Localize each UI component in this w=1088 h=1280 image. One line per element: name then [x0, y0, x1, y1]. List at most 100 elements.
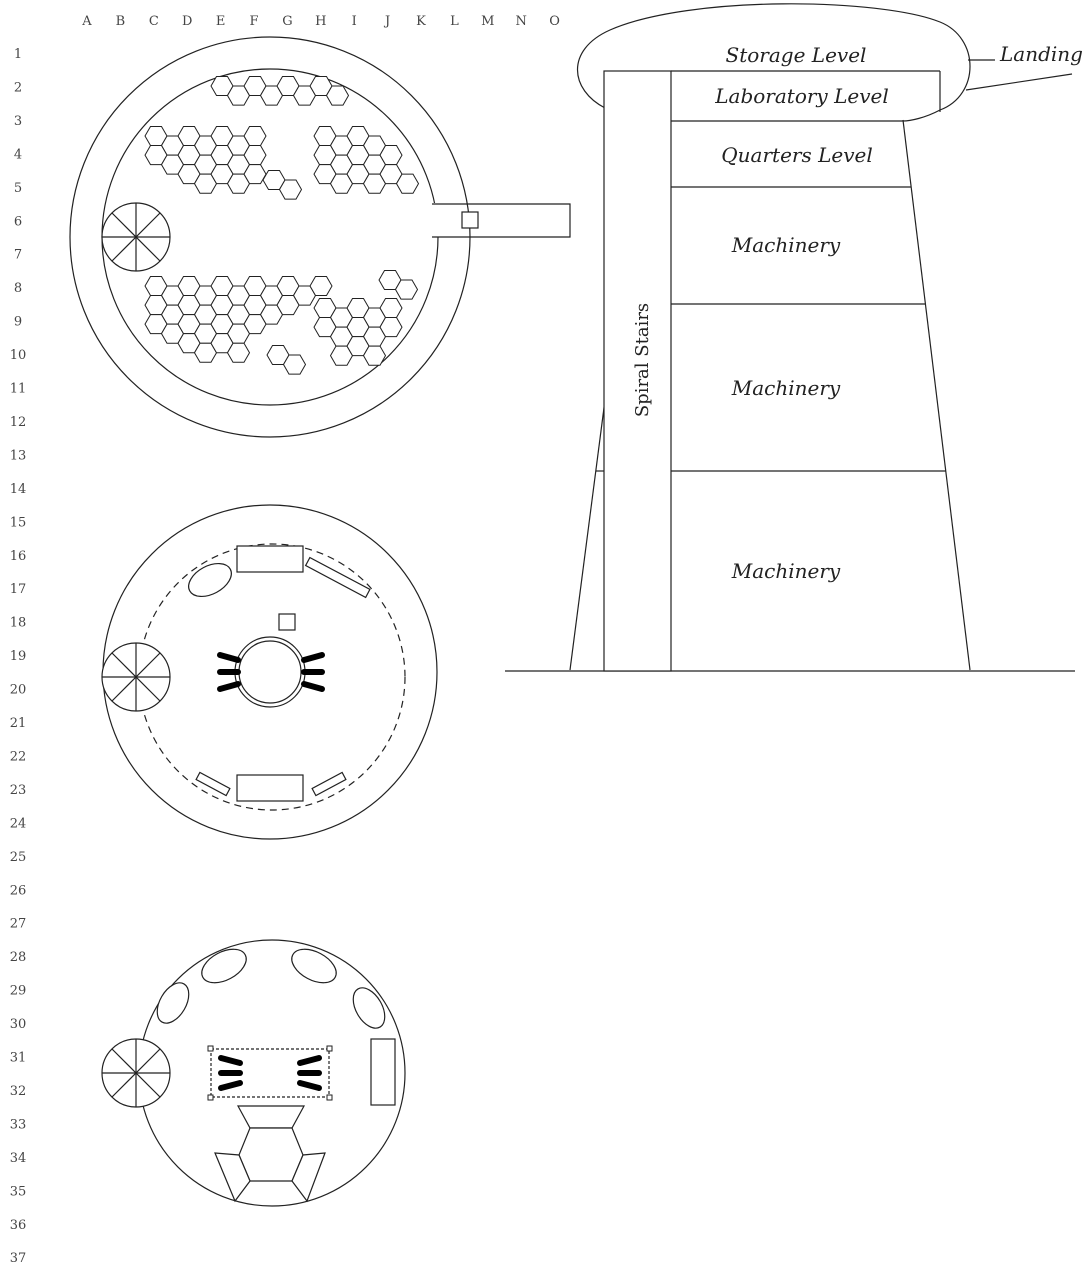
dashed-track	[138, 543, 406, 811]
row-label: 30	[10, 1017, 27, 1032]
stairs-shaft	[603, 70, 672, 672]
row-label: 5	[14, 181, 22, 196]
hex-cell	[379, 145, 403, 166]
hex-cell	[362, 345, 387, 366]
hex-cell	[276, 295, 300, 316]
machinery-label: Machinery	[731, 376, 841, 400]
hex-cell	[243, 314, 267, 335]
column-label: F	[249, 14, 258, 29]
row-label: 35	[10, 1184, 27, 1199]
hex-cell	[226, 342, 251, 363]
hatch-square	[278, 613, 296, 631]
row-label: 14	[10, 482, 27, 497]
lab-pod	[201, 948, 247, 984]
row-label: 4	[14, 147, 22, 162]
hex-cell	[243, 164, 267, 185]
row-label: 29	[10, 984, 27, 999]
row-label: 25	[10, 850, 27, 865]
column-label: A	[81, 14, 92, 29]
column-label: N	[516, 14, 527, 29]
row-label: 8	[14, 281, 22, 296]
row-label: 11	[10, 382, 27, 397]
column-label: J	[383, 14, 390, 29]
row-label: 19	[10, 649, 27, 664]
hex-cell	[394, 279, 419, 300]
column-label: H	[315, 14, 326, 29]
column-label: O	[549, 14, 560, 29]
spiral-stair-icon	[101, 642, 171, 712]
row-label: 18	[10, 616, 27, 631]
column-label: K	[416, 14, 426, 29]
row-label: 36	[10, 1218, 27, 1233]
spiral-stair-icon	[101, 1038, 171, 1108]
row-label: 33	[10, 1117, 27, 1132]
spiral-stair-icon	[101, 202, 171, 272]
row-label: 17	[10, 582, 27, 597]
hex-cell	[278, 179, 303, 200]
selection-handles	[207, 1045, 333, 1101]
tower-elevation: Storage Level Landing Laboratory Level Q…	[505, 3, 1083, 672]
lab-pod	[156, 982, 190, 1024]
row-label: 31	[10, 1051, 27, 1066]
row-label: 3	[14, 114, 22, 129]
storage-hex-cells	[144, 76, 420, 375]
core-clamps	[217, 652, 325, 692]
landing-pointer	[965, 73, 1073, 91]
row-label: 24	[10, 816, 27, 831]
row-label: 20	[10, 683, 27, 698]
row-label: 16	[10, 549, 27, 564]
column-label: I	[352, 14, 357, 29]
hex-cell	[379, 317, 403, 338]
row-label: 23	[10, 783, 27, 798]
column-label: G	[282, 14, 292, 29]
hex-cell	[243, 126, 267, 146]
row-label: 21	[10, 716, 27, 731]
row-label: 37	[10, 1251, 27, 1266]
lab-clamps	[218, 1055, 322, 1091]
laboratory-level-label: Laboratory Level	[714, 84, 888, 108]
row-label: 7	[14, 248, 22, 263]
quarters-level-label: Quarters Level	[721, 143, 872, 167]
row-label: 1	[14, 47, 22, 62]
laboratory-level-plan	[101, 939, 406, 1207]
column-label: E	[216, 14, 226, 29]
row-label: 9	[14, 315, 22, 330]
machine-block	[236, 774, 304, 802]
spiral-stairs-label: Spiral Stairs	[632, 303, 653, 417]
hatch-square	[461, 211, 479, 229]
machinery-level-plan	[101, 504, 438, 840]
row-labels: 1234567891011121314151617181920212223242…	[10, 47, 27, 1266]
row-label: 26	[10, 883, 27, 898]
landing-label: Landing	[999, 42, 1083, 66]
hex-cell	[309, 276, 333, 296]
machinery-label: Machinery	[731, 559, 841, 583]
column-label: B	[116, 14, 126, 29]
lab-bench	[370, 1038, 396, 1106]
column-label: D	[182, 14, 192, 29]
hex-cell	[379, 298, 403, 318]
row-label: 15	[10, 515, 27, 530]
row-label: 34	[10, 1151, 27, 1166]
hex-cell	[395, 173, 420, 194]
row-label: 22	[10, 749, 27, 764]
tower-wall-right	[902, 119, 971, 671]
machine-rail	[195, 771, 231, 797]
hex-cell	[325, 85, 350, 106]
row-label: 32	[10, 1084, 27, 1099]
row-label: 6	[14, 214, 22, 229]
storage-level-label: Storage Level	[726, 43, 867, 67]
storage-level-plan	[69, 36, 571, 438]
lab-pod	[352, 987, 386, 1029]
row-label: 28	[10, 950, 27, 965]
row-label: 27	[10, 917, 27, 932]
machine-rail	[311, 771, 347, 797]
lab-pod	[291, 948, 337, 984]
hex-cell	[282, 354, 307, 375]
row-label: 10	[10, 348, 27, 363]
landing-corridor	[432, 203, 571, 238]
machinery-label: Machinery	[731, 233, 841, 257]
machine-block	[236, 545, 304, 573]
